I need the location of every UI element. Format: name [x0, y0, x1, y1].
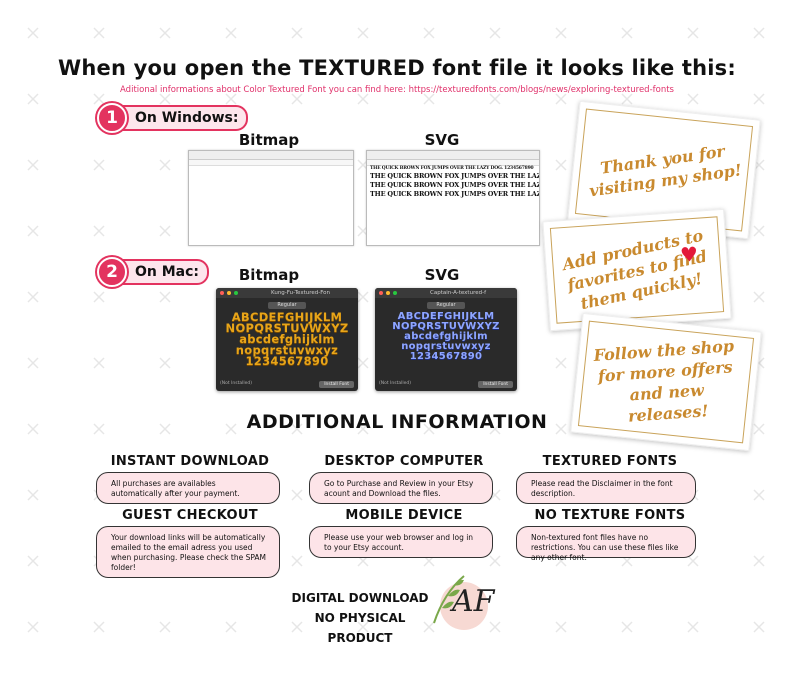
- favorites-card: Add products to favorites to find them q…: [542, 208, 732, 332]
- page-title: When you open the TEXTURED font file it …: [58, 56, 736, 80]
- preview-line: THE QUICK BROWN FOX JUMPS OVER THE LAZY …: [370, 166, 534, 171]
- step-mac: 2 On Mac:: [97, 257, 210, 287]
- info-box: Go to Purchase and Review in your Etsy a…: [309, 472, 493, 504]
- glyph-row: ABCDEFGHIJKLM: [397, 311, 495, 322]
- info-title: GUEST CHECKOUT: [122, 508, 258, 523]
- svg-label: SVG: [424, 131, 460, 149]
- step-label: On Mac:: [121, 259, 210, 285]
- no-physical-line: NO PHYSICAL PRODUCT: [314, 611, 406, 645]
- glyph-row: nopqrstuvwxyz: [235, 343, 339, 357]
- digital-download-line: DIGITAL DOWNLOAD: [291, 591, 429, 605]
- brand-logo: AF: [424, 568, 494, 638]
- logo-text: AF: [452, 584, 495, 619]
- glyph-row: NOPQRSTUVWXYZ: [392, 321, 500, 332]
- mac-svg-preview: Captain-A-textured-f Regular ABCDEFGHIJK…: [375, 288, 517, 391]
- info-title: DESKTOP COMPUTER: [324, 454, 484, 469]
- glyph-row: 1234567890: [409, 351, 483, 362]
- heart-icon: ♥: [679, 241, 699, 267]
- step-windows: 1 On Windows:: [97, 103, 249, 133]
- info-box: Please read the Disclaimer in the font d…: [516, 472, 696, 504]
- windows-svg-preview: THE QUICK BROWN FOX JUMPS OVER THE LAZY …: [366, 150, 540, 246]
- glyph-row: nopqrstuvwxyz: [401, 341, 491, 352]
- step-number: 1: [97, 103, 127, 133]
- window-title: Kung-Fu-Textured-Fon: [271, 290, 331, 296]
- card-text: Add products to favorites to find them q…: [560, 225, 709, 313]
- svg-label: SVG: [424, 266, 460, 284]
- bitmap-label: Bitmap: [238, 131, 300, 149]
- info-title: INSTANT DOWNLOAD: [110, 454, 270, 469]
- preview-line: THE QUICK BROWN FOX JUMPS OVER THE LAZY …: [370, 172, 539, 180]
- info-title: TEXTURED FONTS: [542, 454, 678, 469]
- install-status: (Not Installed): [379, 381, 411, 386]
- info-box: Your download links will be automaticall…: [96, 526, 280, 578]
- style-select[interactable]: Regular: [427, 302, 465, 309]
- preview-line: THE QUICK BROWN FOX JUMPS OVER THE LAZY …: [370, 181, 539, 189]
- mac-bitmap-preview: Kung-Fu-Textured-Fon Regular ABCDEFGHIJK…: [216, 288, 358, 391]
- install-font-button[interactable]: Install Font: [478, 381, 513, 388]
- glyph-row: abcdefghijklm: [239, 332, 335, 346]
- window-title: Captain-A-textured-f: [430, 290, 487, 296]
- info-link[interactable]: Aditional informations about Color Textu…: [120, 85, 674, 95]
- step-number: 2: [97, 257, 127, 287]
- info-title: MOBILE DEVICE: [345, 508, 463, 523]
- bitmap-label: Bitmap: [238, 266, 300, 284]
- preview-line: THE QUICK BROWN FOX JUMPS OVER THE LAZY …: [370, 190, 539, 198]
- style-select[interactable]: Regular: [268, 302, 306, 309]
- install-status: (Not Installed): [220, 381, 252, 386]
- info-box: All purchases are availables automatical…: [96, 472, 280, 504]
- info-title: NO TEXTURE FONTS: [534, 508, 686, 523]
- step-label: On Windows:: [121, 105, 249, 131]
- additional-heading: ADDITIONAL INFORMATION: [246, 411, 548, 433]
- windows-bitmap-preview: [188, 150, 354, 246]
- glyph-row: abcdefghijklm: [404, 331, 488, 342]
- digital-download-note: DIGITAL DOWNLOAD NO PHYSICAL PRODUCT: [290, 588, 430, 648]
- install-font-button[interactable]: Install Font: [319, 381, 354, 388]
- info-box: Please use your web browser and log in t…: [309, 526, 493, 558]
- glyph-row: ABCDEFGHIJKLM: [231, 310, 343, 324]
- glyph-row: NOPQRSTUVWXYZ: [225, 321, 349, 335]
- glyph-row: 1234567890: [245, 354, 329, 368]
- info-box: Non-textured font files have no restrict…: [516, 526, 696, 562]
